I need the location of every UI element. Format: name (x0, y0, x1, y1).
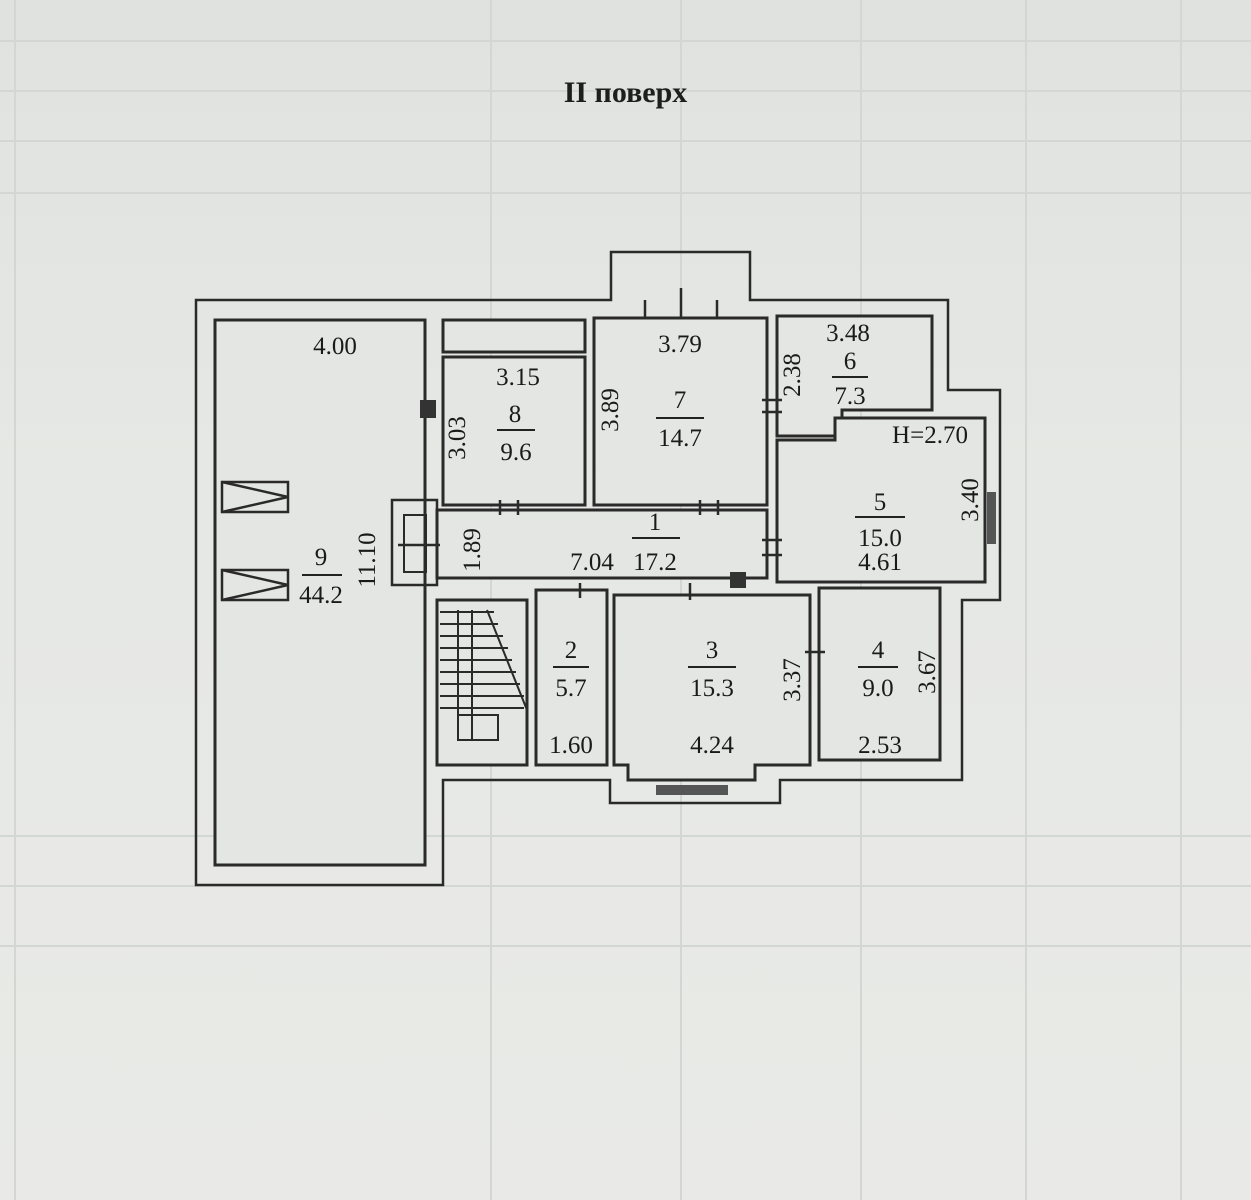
svg-text:17.2: 17.2 (633, 549, 677, 576)
svg-text:4.00: 4.00 (313, 333, 357, 360)
svg-text:7.04: 7.04 (570, 549, 614, 576)
stair-area (435, 598, 529, 767)
svg-text:5.7: 5.7 (555, 675, 586, 702)
svg-text:3.40: 3.40 (957, 478, 984, 522)
chimney-icon (420, 400, 436, 418)
table-line (0, 40, 1251, 42)
svg-text:2: 2 (565, 637, 578, 664)
table-line (0, 90, 1251, 92)
roof-window (220, 480, 290, 602)
room-7 (592, 316, 769, 507)
svg-text:7: 7 (674, 387, 687, 414)
svg-text:3.48: 3.48 (826, 320, 870, 347)
svg-text:6: 6 (844, 348, 857, 375)
svg-text:3.15: 3.15 (496, 364, 540, 391)
svg-text:2.53: 2.53 (858, 732, 902, 759)
table-line (0, 140, 1251, 142)
svg-text:3.67: 3.67 (914, 650, 941, 694)
table-line (0, 835, 1251, 837)
page-title: II поверх (563, 76, 688, 109)
svg-text:4.61: 4.61 (858, 549, 902, 576)
room-9-label: 4.00 9 44.2 11.10 (299, 333, 381, 609)
room-2-label: 2 5.7 1.60 (549, 637, 593, 759)
room-5 (775, 416, 987, 584)
room-4 (817, 586, 942, 762)
entrance-stair (390, 498, 439, 587)
room-8-label: 3.15 8 9.6 3.03 (444, 364, 540, 466)
svg-text:4.24: 4.24 (690, 732, 734, 759)
svg-text:11.10: 11.10 (354, 532, 381, 587)
window (656, 785, 728, 795)
svg-text:7.3: 7.3 (834, 383, 865, 410)
svg-text:3: 3 (706, 637, 719, 664)
room-2 (534, 588, 609, 767)
svg-text:8: 8 (509, 401, 522, 428)
room-1-label: 1 17.2 7.04 1.89 (459, 509, 680, 576)
outer-wall (194, 250, 1002, 887)
svg-text:9.6: 9.6 (500, 439, 531, 466)
room-5-label: H=2.70 5 15.0 4.61 3.40 (855, 422, 984, 576)
table-line (14, 0, 16, 1200)
svg-text:1.89: 1.89 (459, 528, 486, 572)
table-line (0, 192, 1251, 194)
svg-text:3.79: 3.79 (658, 331, 702, 358)
room-1 (435, 508, 769, 580)
svg-text:1.60: 1.60 (549, 732, 593, 759)
svg-text:14.7: 14.7 (658, 425, 702, 452)
table-line (0, 945, 1251, 947)
table-line (1025, 0, 1027, 1200)
room-4-label: 4 9.0 2.53 3.67 (858, 637, 941, 759)
svg-text:3.89: 3.89 (597, 388, 624, 432)
svg-text:3.03: 3.03 (444, 416, 471, 460)
room-3-label: 3 15.3 4.24 3.37 (688, 637, 806, 759)
staircase (440, 609, 528, 741)
entrance-step (403, 514, 427, 573)
table-line (1180, 0, 1182, 1200)
svg-text:3.37: 3.37 (779, 658, 806, 702)
svg-text:5: 5 (874, 489, 887, 516)
room-6-label: 3.48 6 7.3 2.38 (779, 320, 870, 410)
chimney-icon (730, 572, 746, 588)
room-7-label: 3.79 7 14.7 3.89 (597, 331, 704, 452)
svg-text:15.0: 15.0 (858, 525, 902, 552)
svg-text:4: 4 (872, 637, 885, 664)
svg-text:9: 9 (315, 544, 328, 571)
wardrobe-strip (441, 318, 587, 354)
svg-text:2.38: 2.38 (779, 353, 806, 397)
window (987, 492, 996, 544)
svg-text:9.0: 9.0 (862, 675, 893, 702)
ceiling-height: H=2.70 (892, 422, 968, 449)
table-line (0, 885, 1251, 887)
svg-text:15.3: 15.3 (690, 675, 734, 702)
svg-text:1: 1 (649, 509, 662, 536)
svg-text:44.2: 44.2 (299, 582, 343, 609)
